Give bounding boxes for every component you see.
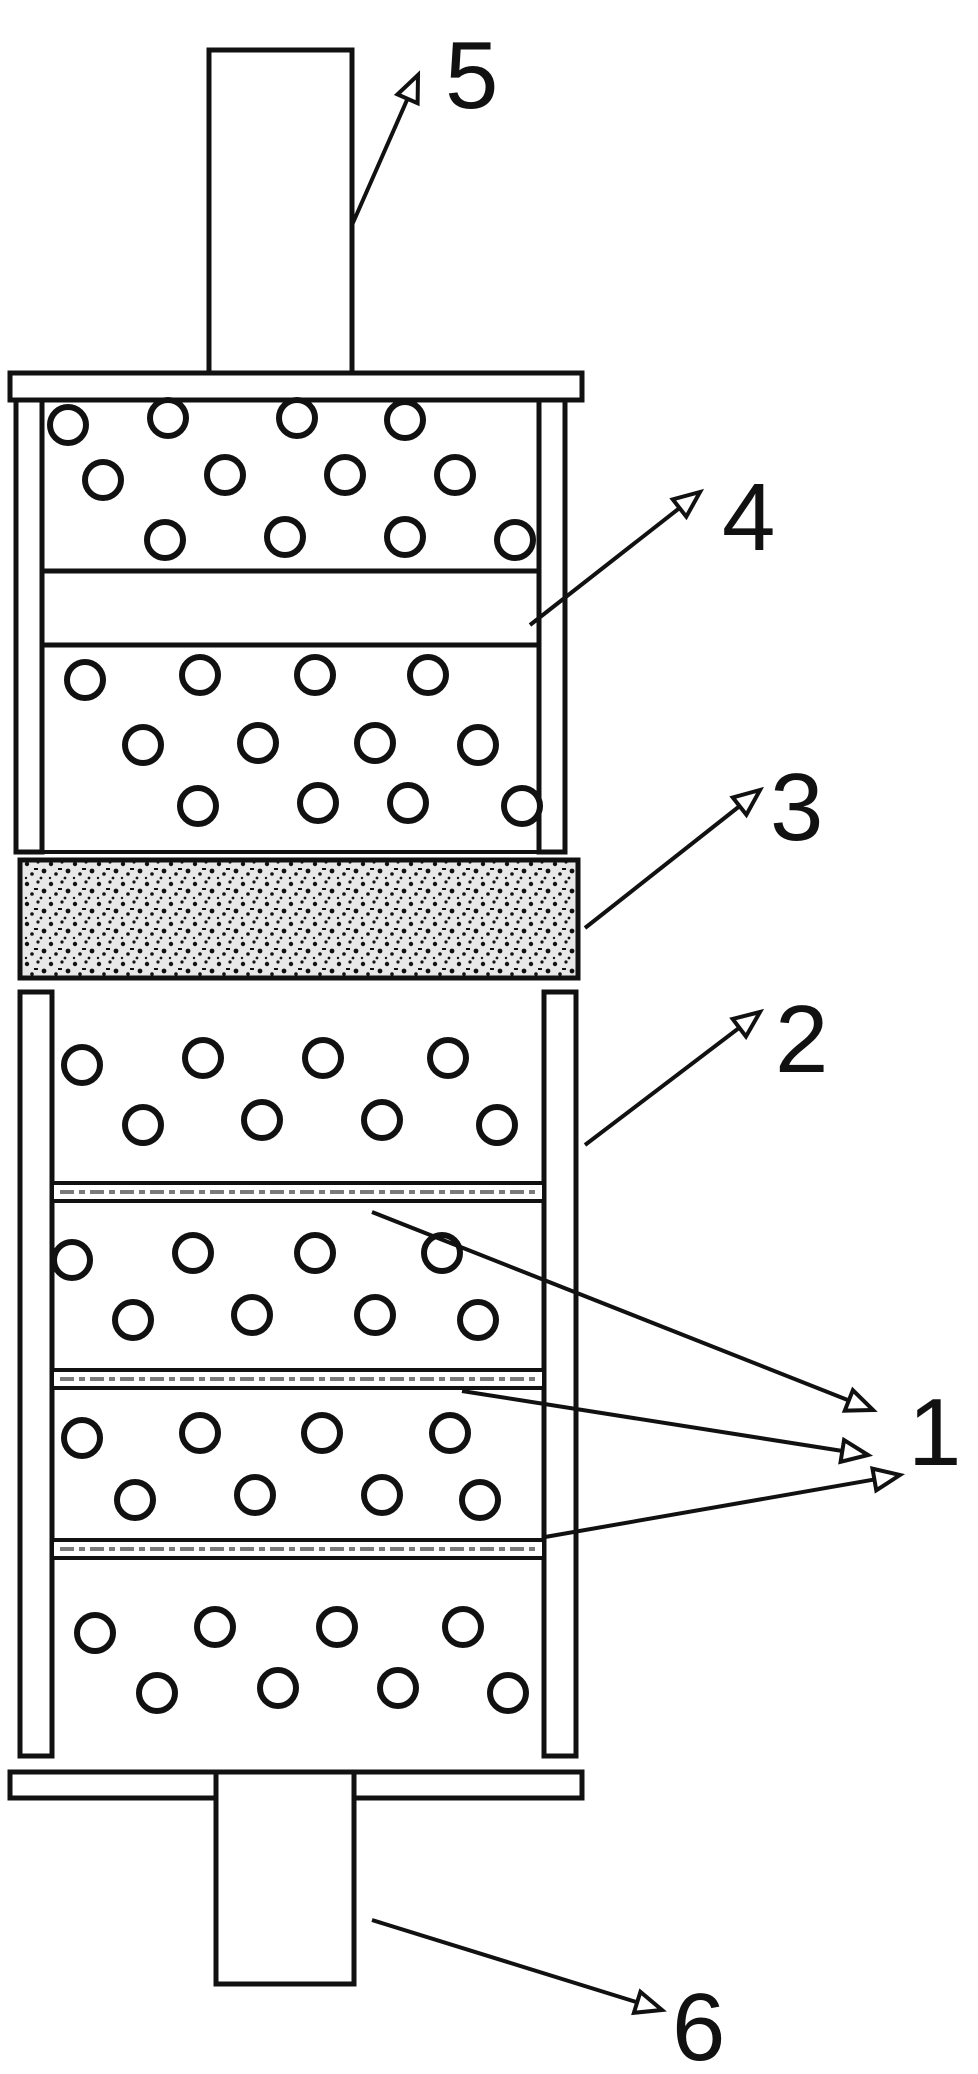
top-flange: [7, 370, 585, 403]
mesh-plate-4: [39, 568, 542, 648]
leader-2: [583, 1010, 762, 1147]
label-6: 6: [672, 1974, 725, 2074]
packing-bead: [294, 654, 336, 696]
packing-bead: [182, 1037, 224, 1079]
lower-left-wall: [17, 989, 55, 1759]
packing-bead: [361, 1099, 403, 1141]
leader-1c: [544, 1473, 901, 1539]
packing-bead: [429, 1412, 471, 1454]
packing-bead: [231, 1294, 273, 1336]
leader-6-arrowhead: [631, 1988, 667, 2016]
label-3: 3: [770, 754, 823, 861]
label-5: 5: [445, 22, 498, 129]
packing-bead: [487, 1672, 529, 1714]
packing-bead: [354, 722, 396, 764]
leader-3: [583, 788, 762, 930]
leader-5-arrowhead: [393, 70, 421, 107]
lower-chamber: [17, 989, 579, 1759]
leader-1b: [461, 1389, 869, 1457]
leader-1a-arrowhead: [841, 1386, 878, 1413]
leader-2-arrowhead: [729, 1008, 765, 1041]
packing-bead: [204, 454, 246, 496]
packing-bead: [172, 1232, 214, 1274]
leader-4: [528, 490, 702, 627]
label-2: 2: [775, 986, 828, 1093]
packing-bead: [427, 1037, 469, 1079]
leader-6: [371, 1918, 663, 2012]
packing-bead: [264, 516, 306, 558]
label-4: 4: [722, 464, 775, 571]
packing-bead: [476, 1104, 518, 1146]
packing-bead: [47, 404, 89, 446]
packing-bead: [354, 1294, 396, 1336]
leader-3-arrowhead: [729, 786, 765, 819]
packing-bead: [61, 1044, 103, 1086]
packing-bead: [112, 1299, 154, 1341]
packing-bead: [147, 397, 189, 439]
packing-bead: [122, 724, 164, 766]
upper-right-wall: [536, 397, 568, 855]
packing-bead: [82, 459, 124, 501]
packing-bead: [177, 785, 219, 827]
packing-bead: [501, 785, 543, 827]
packing-bead: [114, 1479, 156, 1521]
packing-bead: [297, 782, 339, 824]
leader-1b-arrowhead: [838, 1436, 874, 1465]
packing-bead: [457, 724, 499, 766]
packing-bead: [194, 1606, 236, 1648]
upper-bead-group: [47, 397, 543, 827]
membrane-1a: [50, 1181, 546, 1203]
packing-bead: [387, 782, 429, 824]
packing-bead: [301, 1412, 343, 1454]
packing-bead: [316, 1606, 358, 1648]
packing-bead: [257, 1667, 299, 1709]
packing-bead: [122, 1104, 164, 1146]
packing-bead: [179, 654, 221, 696]
packing-bead: [241, 1099, 283, 1141]
bottom-inlet-pipe: [213, 1769, 357, 1987]
porous-filter-layer: [17, 857, 581, 981]
membrane-1c: [50, 1538, 546, 1560]
packing-bead: [237, 722, 279, 764]
packing-bead: [64, 659, 106, 701]
top-outlet-pipe: [206, 47, 355, 403]
leader-lines: [350, 70, 906, 2016]
packing-bead: [144, 519, 186, 561]
packing-bead: [407, 654, 449, 696]
label-1: 1: [908, 1379, 961, 1486]
packing-bead: [384, 399, 426, 441]
packing-bead: [294, 1232, 336, 1274]
packing-bead: [324, 454, 366, 496]
packing-bead: [384, 516, 426, 558]
packing-bead: [457, 1299, 499, 1341]
packing-bead: [51, 1239, 93, 1281]
leader-1a: [371, 1210, 874, 1412]
packing-bead: [74, 1612, 116, 1654]
packing-bead: [361, 1474, 403, 1516]
packing-bead: [179, 1412, 221, 1454]
packing-bead: [459, 1479, 501, 1521]
packing-bead: [442, 1606, 484, 1648]
packing-bead: [302, 1037, 344, 1079]
leader-1c-arrowhead: [870, 1466, 906, 1494]
packing-bead: [136, 1672, 178, 1714]
membrane-1b: [50, 1368, 546, 1390]
upper-chamber: [13, 397, 568, 855]
packing-bead: [494, 519, 536, 561]
lower-right-wall: [541, 989, 579, 1759]
packing-bead: [234, 1474, 276, 1516]
leader-4-arrowhead: [669, 488, 705, 521]
upper-left-wall: [13, 397, 45, 855]
packing-bead: [434, 454, 476, 496]
packing-bead: [377, 1667, 419, 1709]
packing-bead: [276, 397, 318, 439]
packing-bead: [61, 1417, 103, 1459]
